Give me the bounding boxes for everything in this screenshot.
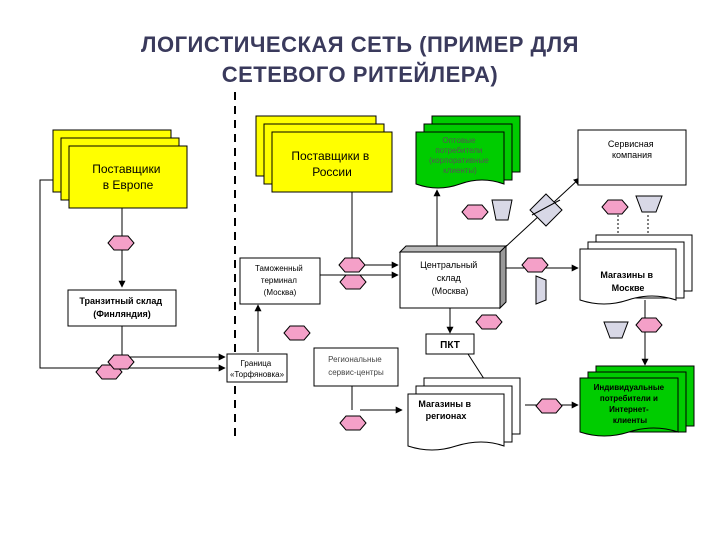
svg-text:Транзитный склад (Финлян: Транзитный склад (Финляндия) (79, 296, 164, 319)
border-line-2: «Торфяновка» (230, 370, 285, 379)
svg-text:Индивидуальные потребите: Индивидуальные потребители и Интернет- к… (594, 383, 667, 425)
transport-symbols (491, 193, 663, 339)
node-stores-regions: Магазины в регионах (407, 377, 521, 451)
individual-line-1: Индивидуальные (594, 383, 665, 392)
central-line-2: склад (437, 273, 462, 283)
title-line-2: СЕТЕВОГО РИТЕЙЛЕРА) (221, 62, 499, 87)
node-suppliers-europe: Поставщики в Европе (52, 129, 188, 209)
conn-transit-to-border (121, 326, 226, 361)
wholesale-line-1: Оптовые (442, 136, 476, 145)
svg-text:Таможенный терминал: Таможенный терминал (Москва) (255, 264, 305, 297)
hexagon-node-10 (635, 317, 663, 333)
hexagon-node-4 (283, 325, 311, 341)
central-line-3: (Москва) (432, 286, 469, 296)
node-transit-warehouse: Транзитный склад (Финляндия) (67, 289, 177, 327)
hexagon-node-9 (601, 199, 629, 215)
service-company-line-2: компания (612, 150, 652, 160)
regional-service-line-2: сервис-центры (328, 368, 384, 377)
svg-text:Поставщики в Европе: Поставщики в Европе (92, 162, 164, 192)
stores-regions-line-1: Магазины в (418, 399, 471, 409)
hexagon-node-8 (521, 257, 549, 273)
svg-text:Центральный склад: Центральный склад (Москва) (420, 260, 480, 296)
svg-text:Магазины в Москве: Магазины в Москве (600, 270, 655, 293)
trapezoid-2 (635, 195, 663, 213)
wholesale-line-3: (корпоративные (429, 156, 489, 165)
pkt-label: ПКТ (440, 340, 460, 351)
hexagon-node-1 (107, 235, 135, 251)
customs-line-1: Таможенный (255, 264, 303, 273)
node-service-company: Сервисная компания (577, 129, 687, 186)
regional-service-line-1: Региональные (328, 355, 382, 364)
suppliers-russia-line-2: России (312, 165, 352, 179)
conn-russia-to-central (351, 190, 399, 269)
transport-nodes (95, 199, 663, 431)
svg-text:Сервисная компания: Сервисная компания (608, 139, 656, 160)
suppliers-europe-line-1: Поставщики (92, 162, 160, 176)
node-suppliers-russia: Поставщики в России (255, 115, 393, 193)
service-dotted-connections (617, 215, 649, 235)
transit-line-2: (Финляндия) (93, 309, 151, 319)
node-pkt: ПКТ (425, 333, 475, 355)
diagram-title: ЛОГИСТИЧЕСКАЯ СЕТЬ (ПРИМЕР ДЛЯ СЕТЕВОГО … (60, 30, 660, 90)
customs-line-3: (Москва) (264, 288, 297, 297)
node-stores-moscow: Магазины в Москве (579, 234, 693, 305)
service-company-line-1: Сервисная (608, 139, 654, 149)
svg-text:Оптовые потребители: Оптовые потребители (корпоративные клиен… (429, 136, 491, 175)
trapezoid-1 (491, 199, 513, 221)
hexagon-node-7 (461, 204, 489, 220)
node-border: Граница «Торфяновка» (226, 353, 288, 383)
trapezoid-3 (603, 321, 629, 339)
suppliers-europe-line-2: в Европе (103, 178, 154, 192)
node-regional-service: Региональные сервис-центры (313, 347, 399, 387)
hexagon-node-5 (338, 257, 366, 273)
svg-text:Поставщики в России: Поставщики в России (291, 149, 372, 179)
diamond-symbol (529, 193, 563, 227)
wholesale-line-4: клиенты) (443, 166, 477, 175)
stores-moscow-line-2: Москве (612, 283, 645, 293)
node-central-warehouse: Центральный склад (Москва) (398, 244, 508, 310)
suppliers-russia-line-1: Поставщики в (291, 149, 369, 163)
svg-text:Магазины в регионах: Магазины в регионах (418, 399, 473, 421)
individual-line-4: клиенты (613, 416, 647, 425)
stores-moscow-line-1: Магазины в (600, 270, 653, 280)
transit-line-1: Транзитный склад (79, 296, 162, 306)
central-line-1: Центральный (420, 260, 477, 270)
trapezoid-4 (535, 275, 547, 305)
node-customs-terminal: Таможенный терминал (Москва) (239, 257, 321, 305)
svg-text:Региональные сервис-цент: Региональные сервис-центры (328, 355, 384, 377)
individual-line-3: Интернет- (609, 405, 649, 414)
hexagon-node-11 (475, 314, 503, 330)
customs-line-2: терминал (261, 276, 297, 285)
svg-text:Граница «Торфяновка»: Граница «Торфяновка» (230, 359, 285, 379)
node-wholesale: Оптовые потребители (корпоративные клиен… (415, 115, 521, 189)
wholesale-line-2: потребители (435, 146, 482, 155)
border-line-1: Граница (241, 359, 272, 368)
stores-regions-line-2: регионах (426, 411, 467, 421)
hexagon-node-6 (339, 274, 367, 290)
title-line-1: ЛОГИСТИЧЕСКАЯ СЕТЬ (ПРИМЕР ДЛЯ (141, 32, 579, 57)
node-individual: Индивидуальные потребители и Интернет- к… (579, 365, 695, 437)
hexagon-node-3 (107, 354, 135, 370)
hexagon-node-13 (535, 398, 563, 414)
individual-line-2: потребители и (600, 394, 658, 403)
hexagon-node-12 (339, 415, 367, 431)
